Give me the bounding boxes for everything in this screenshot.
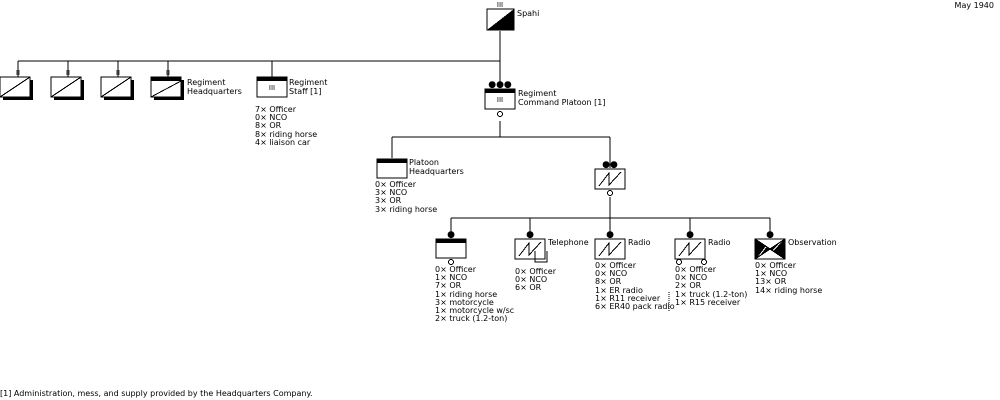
signal-section-symbol: ●●: [594, 160, 626, 196]
personnel-line: 0× Officer: [675, 265, 716, 274]
personnel-line: 8× OR: [595, 277, 622, 287]
personnel-line: 2× truck (1.2-ton): [435, 314, 508, 324]
telephone-symbol: ●: [514, 230, 548, 263]
personnel-line: 0× NCO: [515, 275, 548, 285]
personnel-line: 0× Officer: [435, 265, 476, 274]
radio-1-label: Radio: [628, 238, 651, 247]
personnel-line: 1× truck (1.2-ton): [675, 289, 748, 299]
personnel-line: 8× riding horse: [255, 129, 318, 139]
personnel-line: 14× riding horse: [755, 285, 823, 295]
signal-section-echelon: ●●: [602, 160, 618, 170]
regiment-hq-label: Regiment Headquarters: [187, 78, 242, 96]
personnel-line: 8× OR: [255, 121, 282, 131]
personnel-line: 7× Officer: [255, 105, 296, 114]
radio-2-label: Radio: [708, 238, 731, 247]
spahi-echelon: III: [497, 1, 503, 9]
personnel-line: 1× ER radio: [595, 285, 643, 295]
date-label: May 1940: [954, 1, 994, 10]
personnel-line: 1× NCO: [755, 269, 788, 279]
observation-symbol: ●: [754, 230, 786, 260]
platoon-hq-label: Platoon Headquarters: [409, 158, 464, 176]
command-platoon-symbol: ●●● III: [484, 80, 516, 117]
telephone-label: Telephone: [548, 238, 589, 247]
squadron-2-echelon: II: [66, 69, 70, 77]
footnote: [1] Administration, mess, and supply pro…: [0, 389, 313, 398]
radio-2-symbol: ●: [668, 230, 707, 312]
personnel-line: 0× NCO: [675, 273, 708, 283]
personnel-line: 2× OR: [675, 281, 702, 291]
regiment-staff-symbol: III: [256, 76, 288, 98]
personnel-line: 0× Officer: [515, 267, 556, 276]
personnel-line: 1× R15 receiver: [675, 297, 741, 307]
regiment-staff-echelon: III: [269, 84, 275, 92]
section-hq-echelon: ●: [447, 230, 455, 240]
personnel-line: 1× R11 receiver: [595, 293, 661, 303]
personnel-line: 7× OR: [435, 281, 462, 291]
personnel-line: 1× motorcycle w/sc: [435, 306, 515, 316]
observation-echelon: ●: [766, 230, 774, 240]
personnel-line: 4× liaison car: [255, 137, 311, 147]
personnel-line: 3× NCO: [375, 188, 408, 198]
platoon-hq-symbol: [376, 158, 408, 179]
personnel-line: 3× motorcycle: [435, 297, 494, 307]
regiment-hq-symbol: II: [150, 69, 184, 100]
regiment-staff-label: Regiment Staff [1]: [289, 78, 328, 96]
personnel-line: 6× ER40 pack radio: [595, 302, 675, 312]
radio-1-symbol: ●: [594, 230, 626, 260]
personnel-line: 0× Officer: [755, 261, 796, 270]
squadron-symbol-3: II: [100, 69, 134, 100]
squadron-symbol-2: II: [50, 69, 84, 100]
radio-2-echelon: ●: [686, 230, 694, 240]
spahi-symbol: III: [486, 1, 515, 31]
personnel-line: 0× NCO: [595, 269, 628, 279]
squadron-symbol-1: II: [0, 69, 33, 100]
spahi-label: Spahi: [517, 9, 540, 18]
telephone-echelon: ●: [526, 230, 534, 240]
regiment-hq-echelon: II: [166, 69, 170, 77]
personnel-line: 0× Officer: [375, 180, 416, 189]
connector-lines: [17, 31, 771, 238]
squadron-1-echelon: II: [16, 69, 20, 77]
squadron-3-echelon: II: [116, 69, 120, 77]
personnel-line: 3× riding horse: [375, 204, 438, 214]
personnel-line: 1× riding horse: [435, 289, 498, 299]
command-platoon-label: Regiment Command Platoon [1]: [518, 89, 606, 107]
section-hq-symbol: ●: [435, 230, 467, 265]
personnel-line: 3× OR: [375, 196, 402, 206]
personnel-line: 6× OR: [515, 283, 542, 293]
personnel-line: 0× NCO: [255, 113, 288, 123]
radio-1-echelon: ●: [606, 230, 614, 240]
command-platoon-echelon: ●●●: [488, 80, 512, 90]
personnel-line: 1× NCO: [435, 273, 468, 283]
personnel-line: 0× Officer: [595, 261, 636, 270]
command-platoon-sub: III: [497, 96, 503, 104]
observation-label: Observation: [788, 238, 837, 247]
personnel-line: 13× OR: [755, 277, 787, 287]
